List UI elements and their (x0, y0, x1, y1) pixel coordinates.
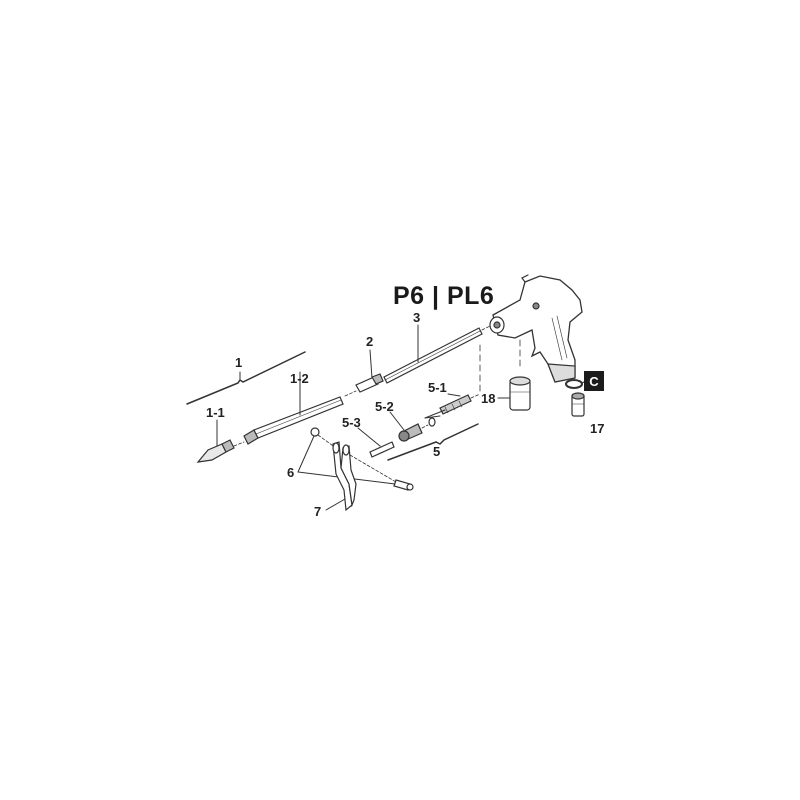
diagram-title: P6 | PL6 (393, 282, 495, 310)
label-18: 18 (481, 391, 496, 406)
adapter-part (344, 349, 384, 397)
inlet-fitting-part (571, 392, 585, 417)
valve-seat-part (389, 411, 429, 442)
label-5-2: 5-2 (375, 399, 394, 414)
bracket-5 (387, 423, 479, 461)
label-5: 5 (433, 444, 441, 459)
label-c-callout: C (584, 371, 604, 391)
trigger-part (325, 441, 357, 512)
label-3: 3 (413, 310, 421, 325)
label-1-2: 1-2 (290, 371, 309, 386)
extension-tube-part (243, 371, 344, 445)
label-1: 1 (235, 355, 243, 370)
label-5-1: 5-1 (428, 380, 447, 395)
o-ring-part (565, 379, 583, 389)
bracket-1 (186, 351, 306, 405)
screws-part (297, 427, 414, 491)
gun-body-part (489, 274, 583, 383)
label-5-3: 5-3 (342, 415, 361, 430)
valve-stem-rod-part (383, 324, 493, 384)
label-7: 7 (314, 504, 322, 519)
pin-part (357, 427, 395, 458)
spring-part (424, 393, 481, 427)
nozzle-tip-part (196, 419, 235, 463)
label-17: 17 (590, 421, 605, 436)
label-2: 2 (366, 334, 374, 349)
label-1-1: 1-1 (206, 405, 225, 420)
bushing-part (497, 376, 531, 411)
label-6: 6 (287, 465, 295, 480)
